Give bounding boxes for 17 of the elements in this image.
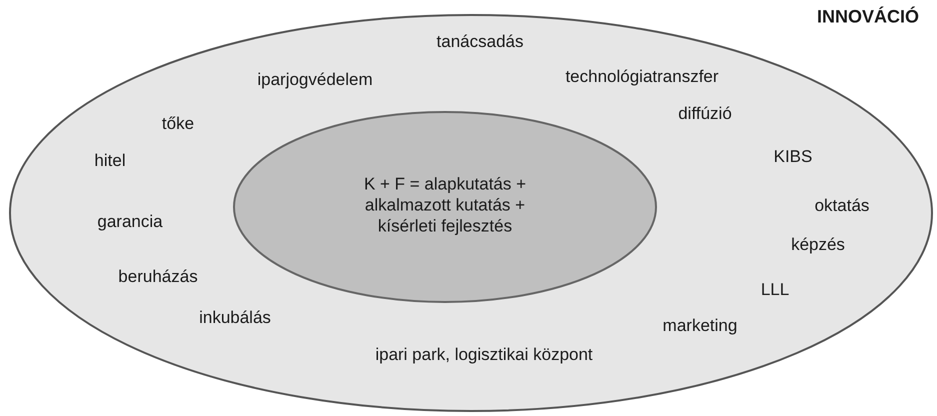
term-label: inkubálás: [199, 308, 271, 328]
term-label: hitel: [94, 151, 126, 171]
term-label: tőke: [162, 114, 194, 134]
term-label: beruházás: [118, 267, 198, 287]
term-label: ipari park, logisztikai központ: [375, 345, 593, 365]
term-label: oktatás: [814, 196, 870, 216]
term-label: diffúzió: [678, 104, 732, 124]
term-label: KIBS: [774, 147, 812, 167]
term-label: LLL: [760, 280, 790, 300]
definition-text: K + F = alapkutatás + alkalmazott kutatás + kísérleti fejlesztés: [362, 174, 528, 236]
term-label: képzés: [791, 235, 845, 255]
term-label: iparjogvédelem: [257, 70, 373, 90]
term-label: technológiatranszfer: [565, 67, 719, 87]
term-label: tanácsadás: [436, 32, 524, 52]
title-text: INNOVÁCIÓ: [817, 6, 919, 28]
term-label: garancia: [97, 212, 163, 232]
term-label: marketing: [662, 316, 738, 336]
